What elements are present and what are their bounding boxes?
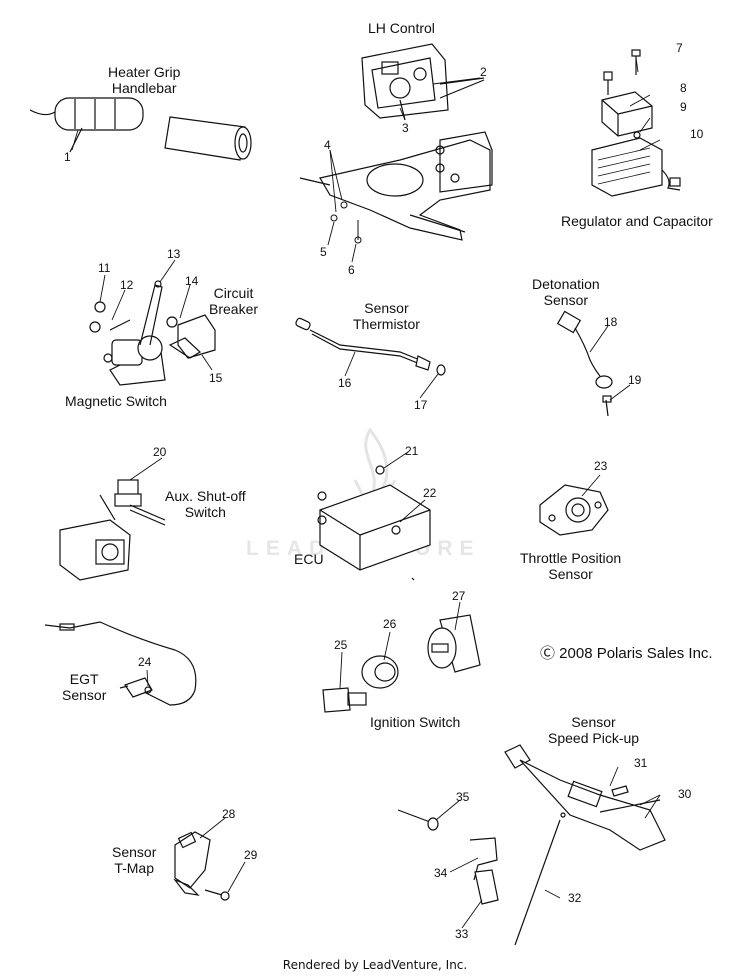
copyright-text: Ⓒ 2008 Polaris Sales Inc.	[540, 645, 713, 662]
label-detonation-sensor: Detonation Sensor	[532, 276, 600, 308]
magnetic-switch-part	[89, 280, 166, 386]
callout-1: 1	[64, 150, 71, 164]
label-ecu: ECU	[294, 551, 324, 567]
lh-control-part	[299, 43, 493, 244]
callout-10: 10	[690, 127, 704, 141]
callout-27: 27	[452, 589, 466, 603]
callout-15: 15	[209, 371, 223, 385]
label-ignition-switch: Ignition Switch	[370, 714, 461, 730]
label-circuit-breaker: Circuit Breaker	[209, 285, 259, 317]
regulator-capacitor-part	[591, 49, 681, 197]
aux-shutoff-part	[59, 479, 166, 581]
label-aux-shutoff: Aux. Shut-off Switch	[165, 488, 246, 520]
callout-34: 34	[434, 866, 448, 880]
callout-28: 28	[222, 807, 236, 821]
label-lh-control: LH Control	[368, 20, 435, 36]
label-heater-grip: Heater Grip Handlebar	[108, 64, 181, 96]
callout-12: 12	[120, 278, 134, 292]
tmap-sensor-part	[173, 831, 230, 901]
callout-7: 7	[676, 41, 683, 55]
ignition-switch-part	[322, 614, 481, 713]
callout-33: 33	[455, 927, 469, 941]
callout-21: 21	[405, 444, 419, 458]
callout-6: 6	[348, 263, 355, 277]
callout-26: 26	[383, 617, 397, 631]
callout-13: 13	[167, 247, 181, 261]
label-sensor-thermistor: Sensor Thermistor	[353, 300, 420, 332]
callout-22: 22	[423, 486, 437, 500]
callout-9: 9	[680, 100, 687, 114]
callout-2: 2	[480, 65, 487, 79]
bracket-parts	[397, 809, 499, 905]
detonation-sensor-part	[556, 310, 613, 417]
ecu-part	[317, 465, 431, 581]
callout-8: 8	[680, 81, 687, 95]
circuit-breaker-part	[166, 314, 216, 359]
callout-18: 18	[604, 315, 618, 329]
egt-sensor-part	[44, 621, 197, 706]
speed-pickup-part	[504, 744, 666, 946]
callout-17: 17	[414, 398, 428, 412]
footer-rendered-by: Rendered by LeadVenture, Inc.	[282, 958, 468, 972]
label-egt-sensor: EGT Sensor	[62, 671, 107, 703]
callout-24: 24	[138, 655, 152, 669]
callout-14: 14	[185, 274, 199, 288]
callout-35: 35	[456, 790, 470, 804]
callout-32: 32	[568, 891, 582, 905]
callout-25: 25	[334, 638, 348, 652]
callout-29: 29	[244, 848, 258, 862]
callout-31: 31	[634, 756, 648, 770]
callout-20: 20	[153, 445, 167, 459]
callout-11: 11	[98, 261, 111, 275]
callout-23: 23	[594, 459, 608, 473]
leader-lines	[71, 57, 661, 929]
label-speed-pickup: Sensor Speed Pick-up	[548, 714, 640, 746]
callout-16: 16	[338, 376, 352, 390]
heater-grip-part	[29, 97, 252, 161]
callout-5: 5	[320, 245, 327, 259]
thermistor-part	[295, 317, 446, 376]
label-tmap: Sensor T-Map	[112, 844, 157, 876]
label-magnetic-switch: Magnetic Switch	[65, 393, 167, 409]
callout-4: 4	[324, 138, 331, 152]
throttle-sensor-part	[539, 484, 609, 536]
callout-30: 30	[678, 787, 692, 801]
label-throttle-position: Throttle Position Sensor	[520, 550, 622, 582]
callout-19: 19	[628, 373, 642, 387]
label-regulator-capacitor: Regulator and Capacitor	[561, 213, 713, 229]
callout-3: 3	[402, 121, 409, 135]
